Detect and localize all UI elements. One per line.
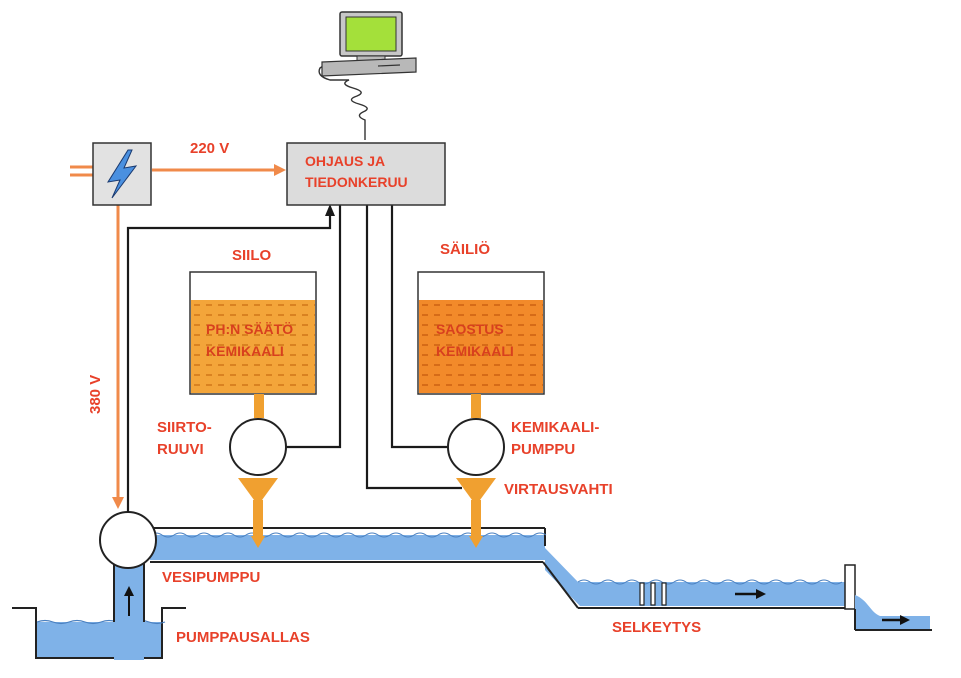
tank-outlet-pipe [471,394,481,418]
pump-basin [12,607,186,659]
voltage-220-label: 220 V [190,140,229,157]
control-unit-label-line2: TIEDONKERUU [305,174,408,190]
power-line-380v [112,205,124,509]
chemical-pump-label-line2: PUMPPU [511,441,575,458]
pump-basin-label: PUMPPAUSALLAS [176,629,310,646]
silo-dosing-pipe [238,478,278,548]
silo-chemical-label-line2: KEMIKAALI [206,343,284,359]
silo-outlet-pipe [254,394,264,418]
computer-cable [318,63,368,140]
clarification-label: SELKEYTYS [612,619,701,636]
tank-chemical-label-line2: KEMIKAALI [436,343,514,359]
water-pump-label: VESIPUMPPU [162,569,260,586]
riser-pipe [113,560,145,660]
voltage-380-label: 380 V [87,375,104,414]
tank-chemical-label-line1: SAOSTUS [436,321,504,337]
arrow-right-icon [735,589,766,599]
tank: SAOSTUS KEMIKAALI [417,271,545,395]
tank-label: SÄILIÖ [440,241,490,258]
silo: PH:N SÄÄTÖ KEMIKAALI [189,271,317,395]
water-pump [99,511,157,569]
power-line-220v [152,164,286,176]
silo-chemical-label-line1: PH:N SÄÄTÖ [206,321,293,337]
screw-conveyor-label-line1: SIIRTO- [157,419,212,436]
chemical-pump-label-line1: KEMIKAALI- [511,419,599,436]
lightning-bolt-icon [106,149,138,199]
control-wires [126,205,462,512]
chemical-pump [447,418,505,476]
silo-label: SIILO [232,247,272,264]
screw-conveyor-label-line2: RUUVI [157,441,204,458]
screw-conveyor [229,418,287,476]
tank-dosing-pipe [456,478,496,548]
flow-monitor-label: VIRTAUSVAHTI [504,481,613,498]
control-unit: OHJAUS JA TIEDONKERUU [286,142,446,206]
power-supply-box [92,142,152,206]
arrow-right-icon [882,615,910,625]
power-input-line [70,165,93,177]
control-wire-arrow [325,204,335,216]
clarifier-baffles [639,582,667,606]
outflow-weir [844,564,932,631]
control-unit-label-line1: OHJAUS JA [305,153,385,169]
computer-terminal-icon [321,11,417,77]
